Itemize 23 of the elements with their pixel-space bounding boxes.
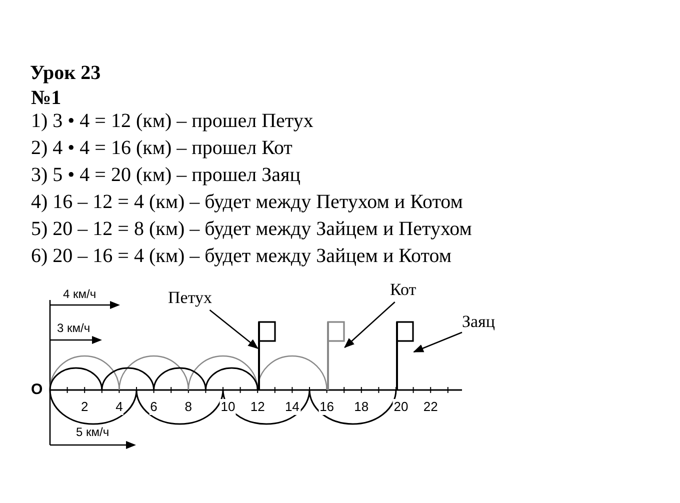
tick-label: 14 <box>284 399 300 415</box>
animal-name: Кот <box>390 280 416 300</box>
leader-arrow <box>209 310 258 349</box>
solution-line: 6) 20 – 16 = 4 (км) – будет между Зайцем и Котом <box>30 244 452 268</box>
solution-line: 1) 3 • 4 = 12 (км) – прошел Петух <box>30 109 314 133</box>
tick-label: 16 <box>318 399 336 415</box>
solution-line: 5) 20 – 12 = 8 (км) – будет между Зайцем и Петухом <box>30 217 473 241</box>
speed-label: 3 км/ч <box>56 321 92 336</box>
solution-line: 2) 4 • 4 = 16 (км) – прошел Кот <box>30 136 294 160</box>
animal-name: Заяц <box>462 312 495 332</box>
tick-label: 6 <box>149 399 158 415</box>
tick-label: 10 <box>220 399 236 415</box>
solution-line: 4) 16 – 12 = 4 (км) – будет между Петухом и Котом <box>30 190 464 214</box>
origin-label: О <box>30 381 44 399</box>
animal-name: Петух <box>168 288 212 308</box>
speed-label: 5 км/ч <box>75 425 110 440</box>
leader-arrow <box>413 332 462 352</box>
speed-label: 4 км/ч <box>62 287 98 302</box>
task-number: №1 <box>30 86 62 110</box>
solution-line: 3) 5 • 4 = 20 (км) – прошел Заяц <box>30 163 302 187</box>
lesson-title: Урок 23 <box>30 62 101 85</box>
leader-arrow <box>344 302 396 348</box>
tick-label: 4 <box>114 399 124 415</box>
